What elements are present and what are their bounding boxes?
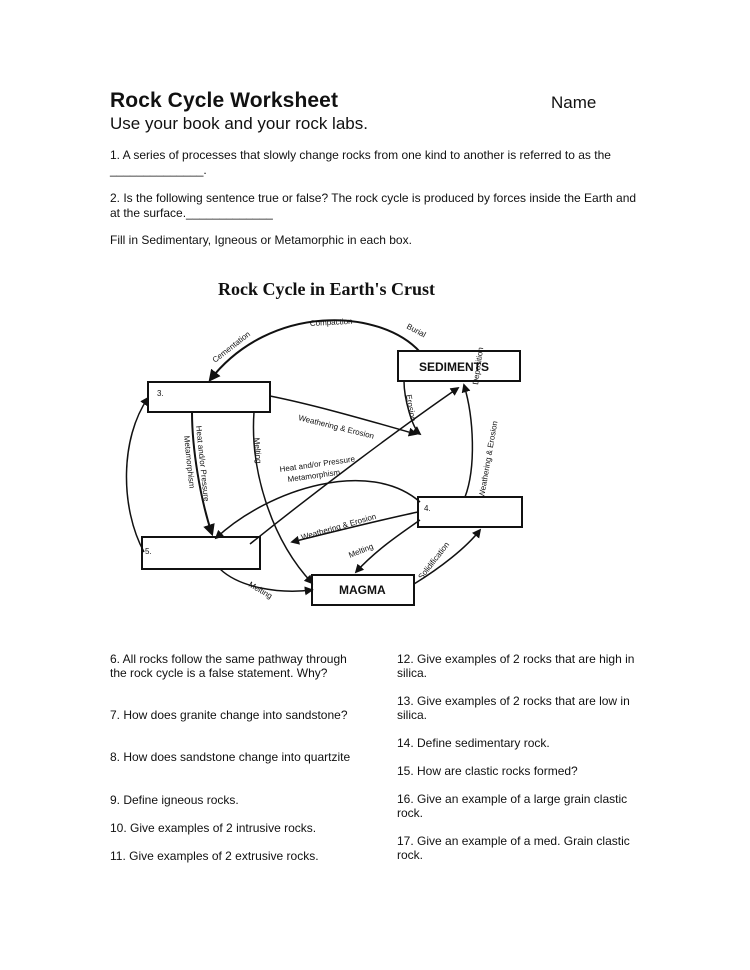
- box-sediments-label: SEDIMENTS: [419, 360, 489, 374]
- question-8: 8. How does sandstone change into quartz…: [110, 750, 351, 764]
- rock-cycle-diagram: Rock Cycle in Earth's Crust Compaction B…: [125, 279, 523, 606]
- box-3-number: 3.: [157, 389, 164, 398]
- box-5-number: 5.: [145, 547, 152, 556]
- question-1-blank: ______________.: [110, 163, 207, 177]
- box-4: [417, 496, 523, 528]
- question-10: 10. Give examples of 2 intrusive rocks.: [110, 821, 317, 835]
- label-solidification: Solidification: [416, 540, 451, 581]
- question-6: 6. All rocks follow the same pathway thr…: [110, 652, 347, 680]
- box-3: [147, 381, 271, 413]
- question-15: 15. How are clastic rocks formed?: [397, 764, 578, 778]
- label-melting-bottom: Melting: [247, 580, 274, 601]
- arrow-diagonal-up: [249, 386, 460, 545]
- question-7: 7. How does granite change into sandston…: [110, 708, 348, 722]
- arrow-erosion: [403, 380, 422, 436]
- question-2-text: 2. Is the following sentence true or fal…: [110, 191, 637, 220]
- question-12: 12. Give examples of 2 rocks that are hi…: [397, 652, 635, 680]
- question-14: 14. Define sedimentary rock.: [397, 736, 550, 750]
- box-sediments: [397, 350, 521, 382]
- question-16: 16. Give an example of a large grain cla…: [397, 792, 628, 820]
- question-9: 9. Define igneous rocks.: [110, 793, 239, 807]
- box-4-number: 4.: [424, 504, 431, 513]
- box-magma: [311, 574, 415, 606]
- question-2: 2. Is the following sentence true or fal…: [110, 191, 640, 221]
- arrow-melting-bottom: [219, 568, 314, 596]
- label-weathering-erosion-right: Weathering & Erosion: [477, 420, 499, 498]
- name-label: Name: [551, 93, 597, 112]
- arrow-burial-compaction: [208, 319, 421, 382]
- arrow-melting-left: [252, 411, 314, 585]
- question-13: 13. Give examples of 2 rocks that are lo…: [397, 694, 630, 722]
- arrow-heat-pressure-left: [191, 411, 215, 537]
- arrow-melting-mid: [354, 519, 421, 574]
- fill-instruction: Fill in Sedimentary, Igneous or Metamorp…: [110, 233, 412, 247]
- page-title: Rock Cycle Worksheet: [110, 89, 339, 112]
- arrow-weathering-mid: [290, 511, 419, 545]
- arrow-heat-pressure-mid: [214, 480, 421, 540]
- question-2-blank: _____________: [186, 206, 273, 220]
- arrow-left-loop: [125, 396, 150, 553]
- label-melting-left: Melting: [252, 437, 263, 463]
- label-weathering-erosion-top: Weathering & Erosion: [298, 413, 376, 441]
- arrow-weathering-top: [269, 395, 418, 437]
- question-17: 17. Give an example of a med. Grain clas…: [397, 834, 630, 862]
- question-1: 1. A series of processes that slowly cha…: [110, 148, 640, 178]
- question-11: 11. Give examples of 2 extrusive rocks.: [110, 849, 319, 863]
- label-weathering-erosion-mid: Weathering & Erosion: [300, 512, 377, 542]
- arrow-deposition: [461, 383, 474, 498]
- page-subtitle: Use your book and your rock labs.: [110, 114, 368, 133]
- diagram-title: Rock Cycle in Earth's Crust: [218, 279, 435, 299]
- label-burial: Burial: [405, 322, 427, 340]
- box-magma-label: MAGMA: [339, 583, 386, 597]
- arrow-solidification: [413, 528, 482, 585]
- box-5: [141, 536, 261, 570]
- label-compaction: Compaction: [310, 317, 353, 328]
- question-1-text: 1. A series of processes that slowly cha…: [110, 148, 611, 162]
